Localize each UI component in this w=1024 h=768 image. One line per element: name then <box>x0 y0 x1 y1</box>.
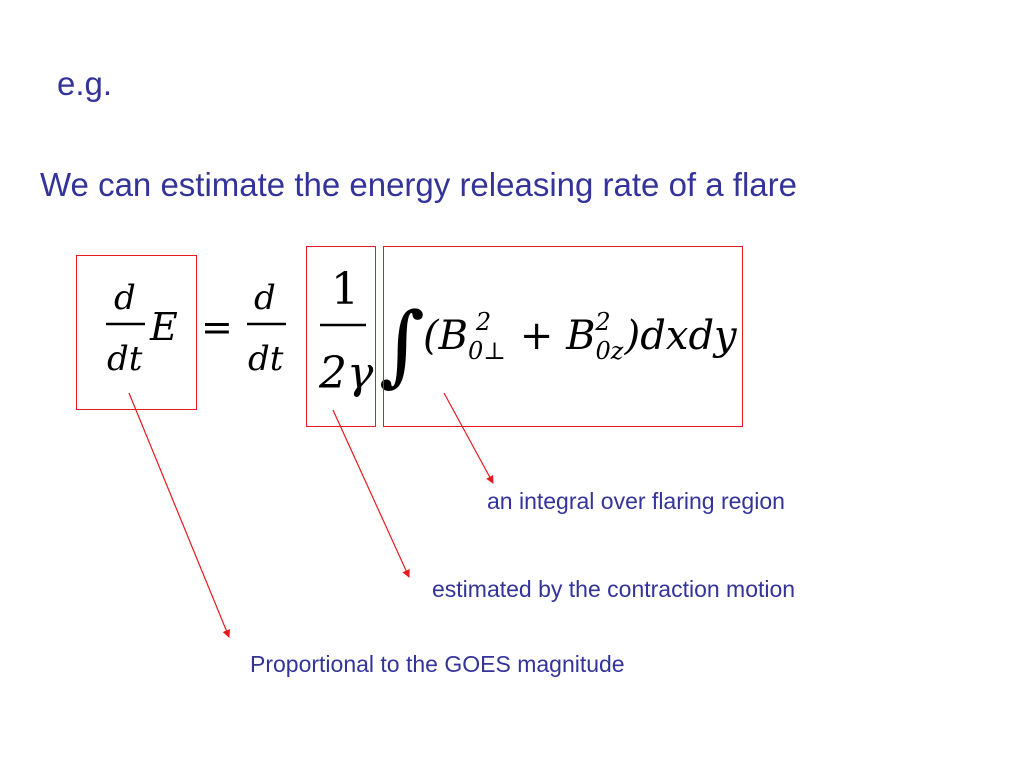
factor-numerator: 1 <box>331 264 359 315</box>
integrand-z-superscript: 2 <box>594 308 610 336</box>
integral-highlight-box <box>383 246 743 427</box>
slide-heading: e.g. <box>57 65 113 102</box>
integrand: (B0⊥2 + B0z2)dxdy <box>423 308 738 365</box>
lhs-variable: E <box>149 305 178 349</box>
annotation-goes: Proportional to the GOES magnitude <box>250 651 625 677</box>
integrand-perp-subscript: 0⊥ <box>468 337 506 365</box>
arrow-contraction <box>332 409 410 578</box>
lhs-denominator: dt <box>107 339 143 379</box>
integrand-open: (B <box>423 313 468 359</box>
rhs-numerator: d <box>254 278 276 318</box>
integrand-z-subscript: 0z <box>595 337 623 365</box>
slide-subtitle: We can estimate the energy releasing rat… <box>40 166 797 203</box>
annotation-integral: an integral over flaring region <box>487 488 785 514</box>
rhs-denominator: dt <box>248 339 284 379</box>
integral-sign: ∫ <box>379 293 425 396</box>
factor-denominator: 2γ <box>318 348 374 399</box>
integrand-perp-superscript: 2 <box>475 308 491 336</box>
lhs-highlight-box <box>76 255 197 410</box>
integrand-plus: + B <box>507 313 595 359</box>
annotation-contraction: estimated by the contraction motion <box>432 576 796 602</box>
lhs-numerator: d <box>114 278 136 318</box>
equals-sign: = <box>201 305 233 349</box>
arrow-integral <box>443 392 494 484</box>
integrand-close: )dxdy <box>624 313 738 359</box>
arrow-goes <box>128 392 231 638</box>
